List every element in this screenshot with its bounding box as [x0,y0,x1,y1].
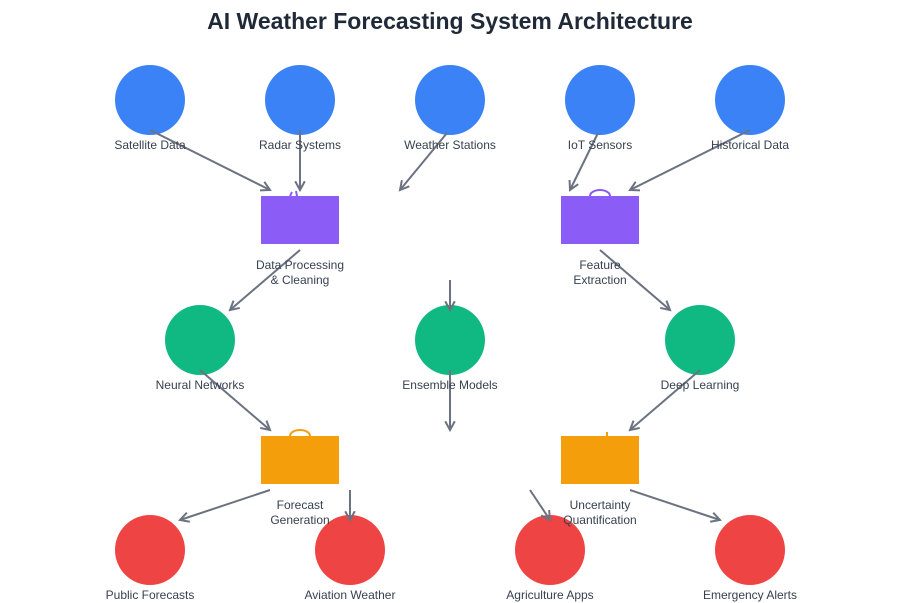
arrowhead-icon [178,511,191,523]
feature-extraction-label: Feature Extraction [573,258,627,287]
arrowhead-icon [709,511,722,523]
flow-arrow-line [529,489,551,521]
agriculture-apps-label: Agriculture Apps [506,588,594,602]
arrowhead-icon [628,181,641,192]
iot-sensors-label: IoT Sensors [567,138,633,152]
arc-icon [589,189,611,197]
flow-arrow-line [399,132,448,191]
flow-arrow-line [569,132,599,191]
flow-arrow-line [199,369,271,431]
arrowhead-icon [228,300,240,312]
flow-arrow-line [629,489,721,521]
public-forecasts-label: Public Forecasts [105,588,195,602]
aviation-weather-label: Aviation Weather [304,588,396,602]
public-forecasts-node [115,515,185,585]
flow-arrow-line [629,369,701,431]
forecast-generation-label: Forecast Generation [270,498,330,527]
flow-arrow-line [629,129,751,191]
uncertainty-quantification-label: Uncertainty Quantification [563,498,637,527]
iot-sensors-node [565,65,635,135]
flow-arrow-line [229,249,301,311]
ensemble-models-label: Ensemble Models [402,378,498,392]
ensemble-models-node [415,305,485,375]
flow-arrow-line [149,129,271,191]
arrowhead-icon [540,509,552,522]
flow-arrow-line [179,489,271,521]
radar-systems-label: Radar Systems [258,138,342,152]
emergency-alerts-node [715,515,785,585]
arrowhead-icon [444,420,456,433]
data-processing-node [261,196,339,244]
arc-icon [289,429,311,437]
weather-stations-label: Weather Stations [404,138,496,152]
arrowhead-icon [660,300,672,312]
historical-data-node [715,65,785,135]
uncertainty-quantification-node [561,436,639,484]
arrowhead-icon [294,180,306,193]
satellite-data-node [115,65,185,135]
forecast-generation-node [261,436,339,484]
satellite-data-label: Satellite Data [114,138,186,152]
radar-systems-node [265,65,335,135]
deep-learning-label: Deep Learning [660,378,740,392]
neural-networks-node [165,305,235,375]
weather-stations-node [415,65,485,135]
historical-data-label: Historical Data [710,138,790,152]
agriculture-apps-node [515,515,585,585]
arrowhead-icon [344,510,356,523]
feature-extraction-node [561,196,639,244]
arrowhead-icon [628,420,640,432]
aviation-weather-node [315,515,385,585]
data-processing-label: Data Processing & Cleaning [255,258,345,287]
deep-learning-node [665,305,735,375]
arrowhead-icon [259,181,272,192]
arrowhead-icon [444,300,456,313]
diagram-title: AI Weather Forecasting System Architectu… [207,8,693,34]
arrowhead-icon [398,179,410,192]
flow-arrow-line [599,249,671,311]
arrowhead-icon [260,420,272,432]
gear-icon [289,190,298,197]
arrowhead-icon [568,179,579,192]
neural-networks-label: Neural Networks [155,378,245,392]
emergency-alerts-label: Emergency Alerts [702,588,798,602]
